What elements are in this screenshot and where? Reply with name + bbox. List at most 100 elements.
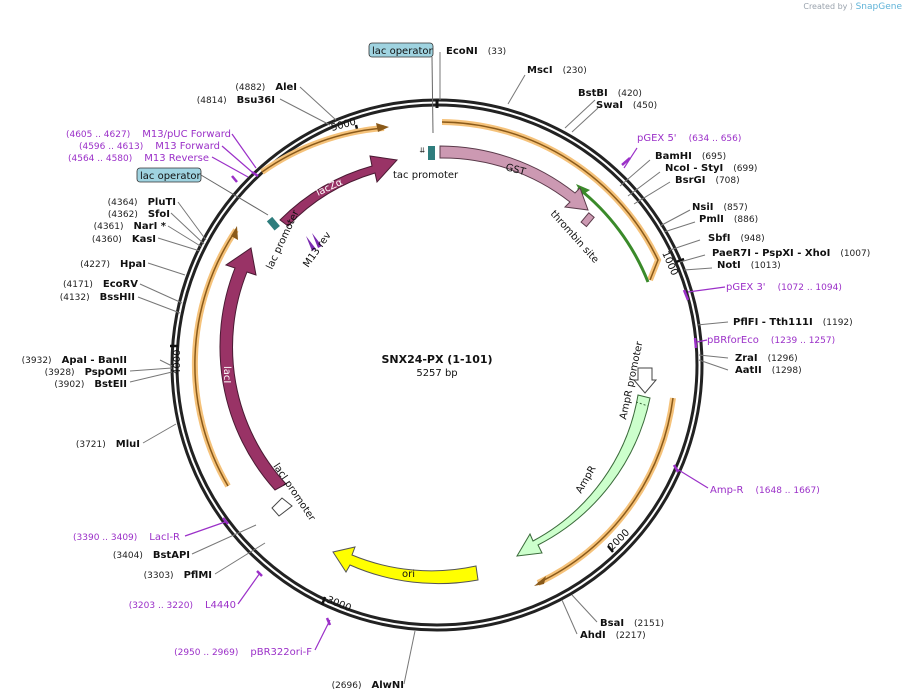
lacza-feature: [279, 155, 399, 227]
snapgene-name: SnapGene: [855, 2, 902, 12]
thrombin-site-box: [580, 212, 595, 228]
site-ncoi-styi[interactable]: NcoI - StyI(699): [665, 163, 757, 174]
svg-text:MscI(230): MscI(230): [527, 65, 587, 76]
primer-pbrforeco[interactable]: pBRforEco(1239 .. 1257): [707, 335, 835, 346]
site-bamhi[interactable]: BamHI(695): [655, 151, 726, 162]
site-nsii[interactable]: NsiI(857): [692, 202, 748, 213]
ori-label: ori: [402, 569, 415, 580]
lac-operator-top-box: [368, 42, 434, 58]
site-nari[interactable]: (4361)NarI *: [94, 221, 167, 232]
site-pspomi[interactable]: (3928)PspOMI: [45, 367, 127, 378]
svg-text:Amp-R(1648 .. 1667): Amp-R(1648 .. 1667): [710, 485, 820, 496]
orf-ampr-arc: [534, 397, 676, 586]
primer-pgex5[interactable]: pGEX 5'(634 .. 656): [637, 133, 741, 144]
m13-rev-arrows: [306, 233, 322, 251]
primer-m13-reverse[interactable]: (4564 .. 4580)M13 Reverse: [68, 153, 209, 164]
svg-text:pGEX 5'(634 .. 656): pGEX 5'(634 .. 656): [637, 133, 741, 144]
lac-operator-top-label: lac operator: [372, 46, 433, 57]
site-hpai[interactable]: (4227)HpaI: [80, 259, 146, 270]
svg-text:(3721)MluI: (3721)MluI: [76, 439, 140, 450]
site-bsshii[interactable]: (4132)BssHII: [60, 292, 135, 303]
created-by-text: Created by: [803, 2, 848, 11]
pgex-green-arc: [577, 186, 650, 283]
tick-4000: 4000: [170, 344, 183, 375]
site-pluti[interactable]: (4364)PluTI: [108, 197, 176, 208]
site-bsai[interactable]: BsaI(2151): [600, 618, 664, 629]
site-econi[interactable]: EcoNI(33): [446, 46, 506, 57]
primer-m13-forward[interactable]: (4596 .. 4613)M13 Forward: [79, 141, 220, 152]
svg-text:(3902)BstEII: (3902)BstEII: [54, 379, 127, 390]
primer-m13-puc-forward[interactable]: (4605 .. 4627)M13/pUC Forward: [66, 129, 231, 140]
svg-text:(4814)Bsu36I: (4814)Bsu36I: [197, 95, 275, 106]
laci-feature: [219, 247, 287, 491]
site-mlui[interactable]: (3721)MluI: [76, 439, 140, 450]
lac-operator-left-label: lac operator: [140, 171, 201, 182]
site-pflfi-tth111i[interactable]: PflFI - Tth111I(1192): [733, 317, 853, 328]
svg-text:(4596 .. 4613)M13 Forward: (4596 .. 4613)M13 Forward: [79, 141, 220, 152]
site-swai[interactable]: SwaI(450): [596, 100, 657, 111]
tac-promoter-glyph: ⇉: [418, 147, 426, 153]
svg-text:(3390 .. 3409)LacI-R: (3390 .. 3409)LacI-R: [73, 532, 180, 543]
site-bsrgi[interactable]: BsrGI(708): [675, 175, 740, 186]
site-sbfi[interactable]: SbfI(948): [708, 233, 765, 244]
svg-text:(4364)PluTI: (4364)PluTI: [108, 197, 176, 208]
laci-promoter-arrow: [271, 497, 293, 517]
site-ahdi[interactable]: AhdI(2217): [580, 630, 646, 641]
site-bstbi[interactable]: BstBI(420): [578, 88, 642, 99]
svg-text:ZraI(1296): ZraI(1296): [735, 353, 798, 364]
svg-text:(4362)SfoI: (4362)SfoI: [108, 209, 170, 220]
site-sfoi[interactable]: (4362)SfoI: [108, 209, 170, 220]
lacza-label: lacZα: [315, 177, 345, 199]
site-alei[interactable]: (4882)AleI: [235, 82, 297, 93]
svg-text:NsiI(857): NsiI(857): [692, 202, 748, 213]
orf-lacza-arc: [260, 123, 389, 175]
tac-promoter-box: [428, 146, 435, 160]
site-bsteii[interactable]: (3902)BstEII: [54, 379, 127, 390]
svg-text:BsaI(2151): BsaI(2151): [600, 618, 664, 629]
site-alwni[interactable]: (2696)AlwNI: [332, 680, 404, 691]
site-zrai[interactable]: ZraI(1296): [735, 353, 798, 364]
svg-text:(4171)EcoRV: (4171)EcoRV: [63, 279, 138, 290]
svg-text:EcoNI(33): EcoNI(33): [446, 46, 506, 57]
svg-text:BamHI(695): BamHI(695): [655, 151, 726, 162]
snapgene-logo-icon: ⟩: [849, 2, 854, 11]
site-apai-banii[interactable]: (3932)ApaI - BanII: [22, 355, 127, 366]
svg-text:SwaI(450): SwaI(450): [596, 100, 657, 111]
snapgene-brand: Created by ⟩ SnapGene: [803, 2, 902, 12]
site-noti[interactable]: NotI(1013): [717, 260, 781, 271]
svg-text:(4882)AleI: (4882)AleI: [235, 82, 297, 93]
gst-label: GST: [504, 162, 527, 178]
svg-text:(4227)HpaI: (4227)HpaI: [80, 259, 146, 270]
svg-text:PmlI(886): PmlI(886): [699, 214, 758, 225]
svg-text:BsrGI(708): BsrGI(708): [675, 175, 740, 186]
gst-feature: [439, 145, 589, 211]
ampr-feature: [516, 394, 651, 557]
primer-marks: [222, 157, 698, 626]
ampr-promoter-arrow: [632, 367, 658, 394]
site-bsu36i[interactable]: (4814)Bsu36I: [197, 95, 275, 106]
site-msci[interactable]: MscI(230): [527, 65, 587, 76]
primer-leaders: [184, 133, 726, 651]
site-kasi[interactable]: (4360)KasI: [92, 234, 156, 245]
svg-text:NcoI - StyI(699): NcoI - StyI(699): [665, 163, 757, 174]
primer-laci-r[interactable]: (3390 .. 3409)LacI-R: [73, 532, 180, 543]
site-bstapi[interactable]: (3404)BstAPI: [113, 550, 190, 561]
site-ecorv[interactable]: (4171)EcoRV: [63, 279, 138, 290]
svg-text:(2696)AlwNI: (2696)AlwNI: [332, 680, 404, 691]
site-leaders: [129, 52, 729, 685]
svg-text:(3303)PflMI: (3303)PflMI: [144, 570, 212, 581]
site-paer7i-pspxi-xhoi[interactable]: PaeR7I - PspXI - XhoI(1007): [712, 248, 870, 259]
plasmid-length: 5257 bp: [416, 368, 457, 379]
svg-text:SbfI(948): SbfI(948): [708, 233, 765, 244]
primer-pbr322ori-f[interactable]: (2950 .. 2969)pBR322ori-F: [174, 647, 312, 658]
svg-text:(4361)NarI *: (4361)NarI *: [94, 221, 167, 232]
site-aatii[interactable]: AatII(1298): [735, 365, 802, 376]
primer-l4440[interactable]: (3203 .. 3220)L4440: [129, 600, 236, 611]
site-pmli[interactable]: PmlI(886): [699, 214, 758, 225]
primer-pgex3[interactable]: pGEX 3'(1072 .. 1094): [726, 282, 842, 293]
site-pflmi[interactable]: (3303)PflMI: [144, 570, 212, 581]
svg-text:AhdI(2217): AhdI(2217): [580, 630, 646, 641]
svg-text:NotI(1013): NotI(1013): [717, 260, 781, 271]
primer-amp-r[interactable]: Amp-R(1648 .. 1667): [710, 485, 820, 496]
svg-text:PaeR7I - PspXI - XhoI(1007): PaeR7I - PspXI - XhoI(1007): [712, 248, 870, 259]
